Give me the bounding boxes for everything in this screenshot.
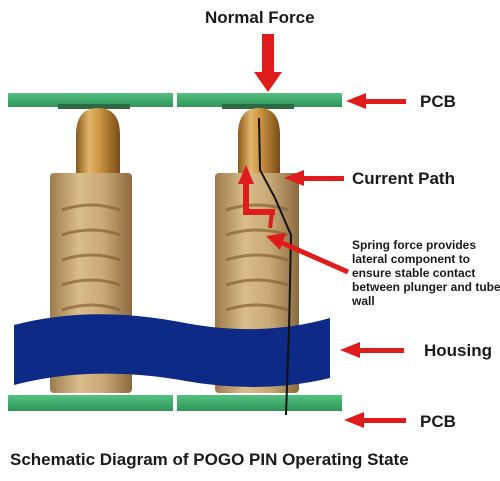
pcb-top-board [8, 93, 342, 109]
current-path-pointer-arrow [284, 170, 344, 186]
current-path-label: Current Path [352, 169, 455, 188]
housing-label: Housing [424, 341, 492, 360]
normal-force-arrow [254, 34, 282, 92]
pcb-top-label: PCB [420, 92, 456, 111]
housing-band [14, 314, 330, 388]
pcb-bottom-label: PCB [420, 412, 456, 431]
pcb-bottom-board [8, 395, 342, 411]
pcb-bottom-pointer-arrow [344, 412, 406, 428]
housing-pointer-arrow [340, 342, 404, 358]
spring-force-pointer-arrow [266, 233, 350, 275]
normal-force-label: Normal Force [205, 8, 315, 27]
current-direction-arrow [238, 165, 275, 229]
spring-force-label: Spring force provides lateral component … [352, 238, 500, 308]
plunger-left [76, 108, 120, 173]
diagram-caption: Schematic Diagram of POGO PIN Operating … [10, 450, 409, 469]
current-path-line [258, 117, 293, 416]
pcb-top-pointer-arrow [346, 93, 406, 109]
